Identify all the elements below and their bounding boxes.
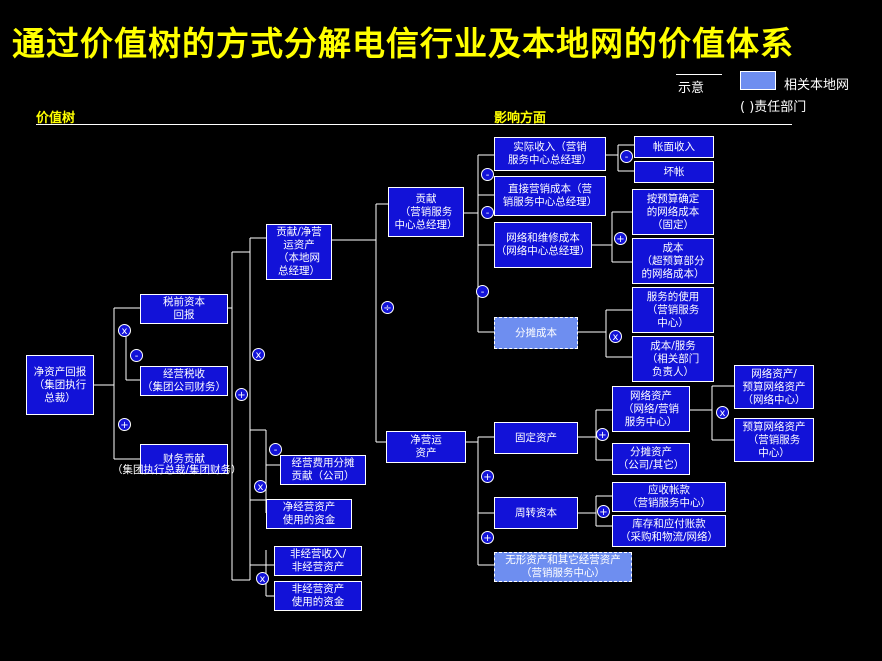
op-minus-expense: - <box>269 443 282 456</box>
legend-sample-label: 示意 <box>678 81 705 96</box>
node-network-assets-ratio: 网络资产/ 预算网络资产 （网络中心） <box>734 365 814 409</box>
legend-box-label: 相关本地网 <box>784 78 850 93</box>
node-inventory-payables: 库存和应付账款 （采购和物流/网络） <box>612 515 726 547</box>
node-net-op-assets-funds: 净经营资产 使用的资金 <box>266 499 352 529</box>
op-minus-revenue-a: - <box>481 168 494 181</box>
node-budget-network-cost: 按预算确定 的网络成本 （固定） <box>632 189 714 235</box>
node-network-maintenance-cost: 网络和维修成本 （网络中心总经理） <box>494 222 592 268</box>
op-plus-intangible: + <box>481 531 494 544</box>
node-direct-marketing-cost: 直接营销成本（营 销服务中心总经理） <box>494 176 606 216</box>
header-value-tree: 价值树 <box>36 111 76 126</box>
finance-responsibility-caption: （集团执行总裁/集团财务） <box>112 464 242 476</box>
node-roe: 净资产回报 （集团执行 总裁） <box>26 355 94 415</box>
node-nonop-assets-funds: 非经营资产 使用的资金 <box>274 581 362 611</box>
node-actual-revenue: 实际收入（营销 服务中心总经理） <box>494 137 606 171</box>
op-minus-bad-debt: - <box>620 150 633 163</box>
op-times-net-assets: x <box>254 480 267 493</box>
op-times-pretax: x <box>252 348 265 361</box>
op-minus-tax: - <box>130 349 143 362</box>
page-title: 通过价值树的方式分解电信行业及本地网的价值体系 <box>12 24 794 63</box>
node-pretax-return: 税前资本 回报 <box>140 294 228 324</box>
op-times-root: x <box>118 324 131 337</box>
op-plus-finance: + <box>118 418 131 431</box>
legend-highlight-swatch <box>740 71 776 90</box>
header-rule <box>36 124 792 125</box>
op-plus-network-cost: + <box>614 232 627 245</box>
op-times-allocated-cost: x <box>609 330 622 343</box>
node-cost-per-service: 成本/服务 （相关部门 负责人） <box>632 336 714 382</box>
op-times-nonop: x <box>256 572 269 585</box>
op-minus-network-cost: - <box>476 285 489 298</box>
node-gongxian: 贡献 （营销服务 中心总经理） <box>388 187 464 237</box>
node-receivables: 应收帐款 （营销服务中心） <box>612 482 726 512</box>
op-plus-contribution: + <box>235 388 248 401</box>
node-contribution-net-assets: 贡献/净营 运资产 （本地网 总经理） <box>266 224 332 280</box>
node-service-usage: 服务的使用 （营销服务 中心） <box>632 287 714 333</box>
op-plus-working-capital-b: + <box>597 505 610 518</box>
legend-paren-label: ( )责任部门 <box>740 100 807 115</box>
node-fixed-assets: 固定资产 <box>494 422 578 454</box>
node-working-capital: 周转资本 <box>494 497 578 529</box>
node-allocated-cost: 分摊成本 <box>494 317 578 349</box>
node-op-expense-allocation: 经营费用分摊 贡献（公司） <box>280 455 366 485</box>
node-network-assets: 网络资产 （网络/营销 服务中心） <box>612 386 690 432</box>
op-plus-working-capital-a: + <box>481 470 494 483</box>
op-times-network-assets: x <box>716 406 729 419</box>
node-book-revenue: 帐面收入 <box>634 136 714 158</box>
node-net-op-assets: 净营运 资产 <box>386 431 466 463</box>
legend-divider <box>676 74 722 75</box>
node-nonop-ratio: 非经营收入/ 非经营资产 <box>274 546 362 576</box>
op-plus-fixed-assets: + <box>596 428 609 441</box>
node-bad-debt: 坏帐 <box>634 161 714 183</box>
header-impact: 影响方面 <box>494 111 547 126</box>
node-allocated-assets: 分摊资产 （公司/其它） <box>612 443 690 475</box>
node-budget-network-assets: 预算网络资产 （营销服务 中心） <box>734 418 814 462</box>
op-minus-revenue-b: - <box>481 206 494 219</box>
node-finance-contribution: 财务贡献 <box>140 444 228 474</box>
op-divide-contribution: ÷ <box>381 301 394 314</box>
node-cost-over-budget: 成本 （超预算部分 的网络成本） <box>632 238 714 284</box>
node-intangible-assets: 无形资产和其它经营资产 （营销服务中心） <box>494 552 632 582</box>
node-op-tax: 经营税收 （集团公司财务） <box>140 366 228 396</box>
